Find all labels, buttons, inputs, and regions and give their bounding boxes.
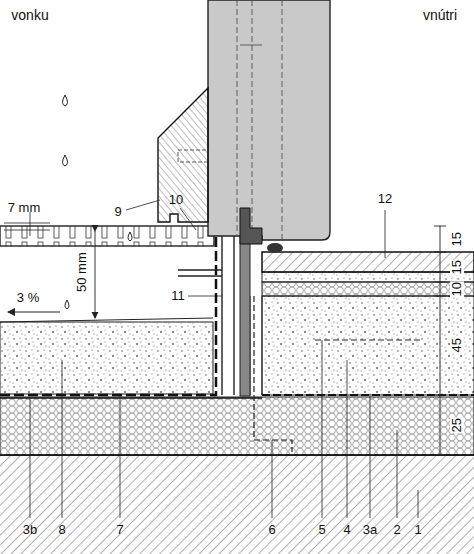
concrete-slab — [0, 455, 474, 554]
floor-tile — [262, 252, 474, 272]
dimension: 25 — [450, 417, 464, 433]
angle-profile — [178, 226, 234, 395]
dimension: 15 — [450, 259, 464, 275]
weatherboard — [158, 88, 208, 222]
insulation-layer — [0, 397, 474, 455]
rain-drops — [63, 95, 133, 309]
callout-number: 3b — [23, 523, 37, 537]
membrane-inside — [262, 394, 474, 396]
reinforcement — [315, 340, 420, 341]
callout-number: 12 — [378, 192, 392, 206]
callout-number: 2 — [393, 523, 400, 537]
dimension: 50 mm — [75, 251, 89, 293]
callout-number: 4 — [343, 523, 350, 537]
screed-inside — [262, 296, 474, 395]
door-leaf — [208, 0, 330, 240]
callout-number: 1 — [414, 523, 421, 537]
dimension: 15 — [450, 231, 464, 247]
callout-number: 9 — [114, 205, 121, 219]
slope-label: 3 % — [17, 291, 39, 305]
side-label: vnútri — [423, 8, 457, 23]
callout-number: 6 — [268, 523, 275, 537]
mortar-bed — [262, 272, 474, 282]
callout-number: 3a — [363, 523, 377, 537]
screed-outside — [0, 322, 213, 394]
anchor-profile — [254, 296, 292, 452]
callout-number: 8 — [58, 523, 65, 537]
side-label: vonku — [11, 8, 48, 23]
grating — [0, 226, 214, 246]
leader-lines — [30, 200, 418, 518]
door-seal — [240, 208, 262, 244]
callout-number: 7 — [116, 523, 123, 537]
dimension: 7 mm — [8, 201, 41, 215]
callout-number: 11 — [171, 289, 185, 303]
membrane — [0, 226, 216, 395]
impact-insulation — [262, 282, 474, 296]
callout-number: 5 — [318, 523, 325, 537]
callout-number: 10 — [169, 193, 183, 207]
dimension: 10 — [450, 281, 464, 297]
dimension: 45 — [450, 337, 464, 353]
